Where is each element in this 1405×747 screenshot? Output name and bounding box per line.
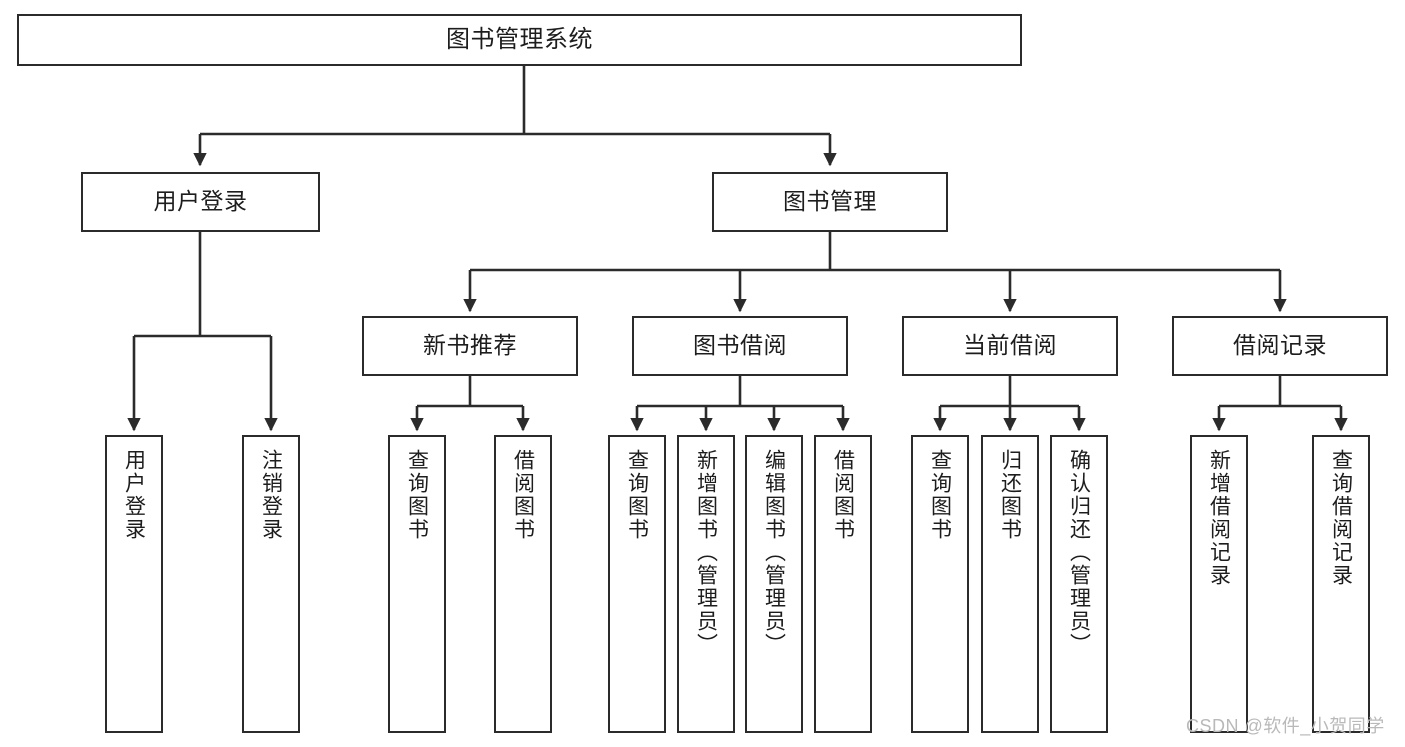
leaf-record-query-borrow-record[interactable]: 查询借阅记录 xyxy=(1312,435,1370,733)
leaf-borrow-borrow-books[interactable]: 借阅图书 xyxy=(814,435,872,733)
node-label: 确认归还（管理员） xyxy=(1067,449,1091,656)
node-root-book-management-system[interactable]: 图书管理系统 xyxy=(17,14,1022,66)
node-label: 新增借阅记录 xyxy=(1207,449,1231,587)
node-label: 借阅图书 xyxy=(831,449,855,541)
leaf-user-login-login[interactable]: 用户登录 xyxy=(105,435,163,733)
node-label: 借阅图书 xyxy=(511,449,535,541)
leaf-borrow-edit-book-admin[interactable]: 编辑图书（管理员） xyxy=(745,435,803,733)
node-new-book-recommendation[interactable]: 新书推荐 xyxy=(362,316,578,376)
node-current-borrowing[interactable]: 当前借阅 xyxy=(902,316,1118,376)
node-label: 用户登录 xyxy=(122,449,146,541)
leaf-user-login-logout[interactable]: 注销登录 xyxy=(242,435,300,733)
node-label: 图书管理 xyxy=(783,188,877,215)
node-borrow-records[interactable]: 借阅记录 xyxy=(1172,316,1388,376)
csdn-watermark: CSDN @软件_小贺同学 xyxy=(1186,716,1385,736)
node-label: 借阅记录 xyxy=(1233,332,1327,359)
node-label: 归还图书 xyxy=(998,449,1022,541)
leaf-new-book-borrow-books[interactable]: 借阅图书 xyxy=(494,435,552,733)
leaf-current-confirm-return-admin[interactable]: 确认归还（管理员） xyxy=(1050,435,1108,733)
node-label: 查询图书 xyxy=(928,449,952,541)
node-book-management[interactable]: 图书管理 xyxy=(712,172,948,232)
node-label: 用户登录 xyxy=(153,188,248,215)
node-label: 查询借阅记录 xyxy=(1329,449,1353,587)
node-label: 新书推荐 xyxy=(423,332,517,359)
leaf-borrow-add-book-admin[interactable]: 新增图书（管理员） xyxy=(677,435,735,733)
leaf-current-return-books[interactable]: 归还图书 xyxy=(981,435,1039,733)
leaf-borrow-query-books[interactable]: 查询图书 xyxy=(608,435,666,733)
node-label: 图书借阅 xyxy=(693,332,787,359)
node-label: 图书管理系统 xyxy=(446,25,593,53)
node-label: 查询图书 xyxy=(405,449,429,541)
node-book-borrowing[interactable]: 图书借阅 xyxy=(632,316,848,376)
node-label: 新增图书（管理员） xyxy=(694,449,718,656)
node-label: 编辑图书（管理员） xyxy=(762,449,786,656)
leaf-new-book-query-books[interactable]: 查询图书 xyxy=(388,435,446,733)
node-label: 当前借阅 xyxy=(963,332,1057,359)
node-label: 注销登录 xyxy=(259,449,283,541)
node-user-login[interactable]: 用户登录 xyxy=(81,172,320,232)
leaf-record-add-borrow-record[interactable]: 新增借阅记录 xyxy=(1190,435,1248,733)
leaf-current-query-books[interactable]: 查询图书 xyxy=(911,435,969,733)
node-label: 查询图书 xyxy=(625,449,649,541)
